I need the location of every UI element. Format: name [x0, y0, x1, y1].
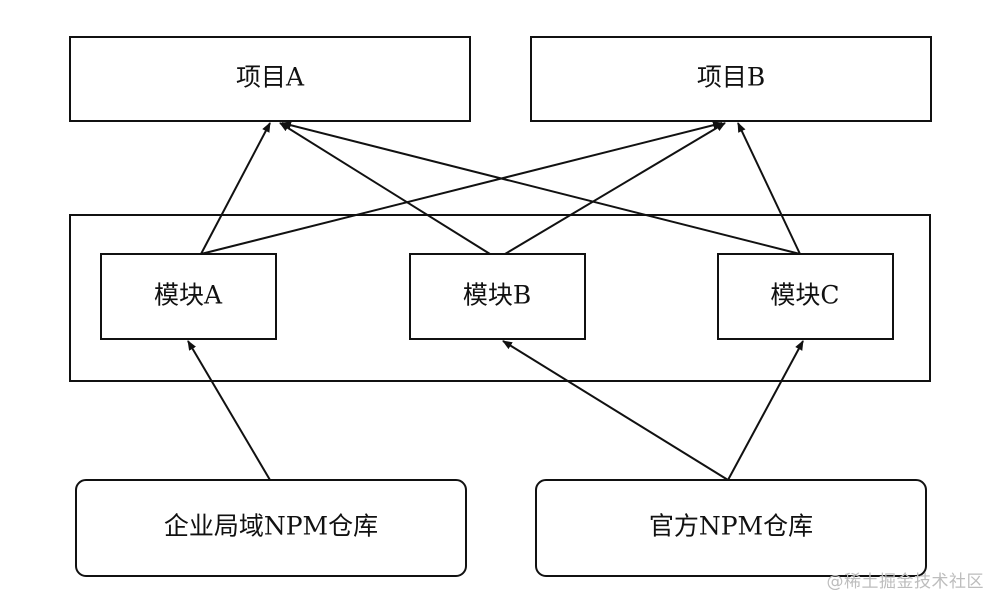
watermark: @稀土掘金技术社区	[826, 572, 984, 592]
modules-container	[69, 214, 931, 382]
module-a-label: 模块A	[154, 281, 223, 310]
module-c-label: 模块C	[770, 281, 839, 310]
arrow-module-b-to-project-a	[279, 122, 491, 255]
module-b-node: 模块B	[409, 253, 586, 340]
arrow-module-a-to-project-b	[200, 121, 723, 255]
official-npm-label: 官方NPM仓库	[649, 512, 813, 541]
project-a-node: 项目A	[69, 36, 471, 122]
enterprise-npm-label: 企业局域NPM仓库	[164, 512, 378, 541]
module-a-node: 模块A	[100, 253, 277, 340]
arrow-official-npm-to-module-b	[502, 340, 729, 481]
arrow-module-c-to-project-b	[737, 122, 801, 255]
project-a-label: 项目A	[236, 63, 305, 92]
arrow-module-c-to-project-a	[281, 121, 801, 255]
enterprise-npm-node: 企业局域NPM仓库	[75, 479, 467, 577]
project-b-node: 项目B	[530, 36, 932, 122]
official-npm-node: 官方NPM仓库	[535, 479, 927, 577]
project-b-label: 项目B	[697, 63, 765, 92]
arrow-official-npm-to-module-c	[727, 340, 804, 481]
arrow-module-a-to-project-a	[200, 122, 271, 255]
module-b-label: 模块B	[463, 281, 531, 310]
module-c-node: 模块C	[717, 253, 894, 340]
arrow-module-b-to-project-b	[504, 122, 726, 255]
arrow-enterprise-npm-to-module-a	[187, 340, 271, 481]
